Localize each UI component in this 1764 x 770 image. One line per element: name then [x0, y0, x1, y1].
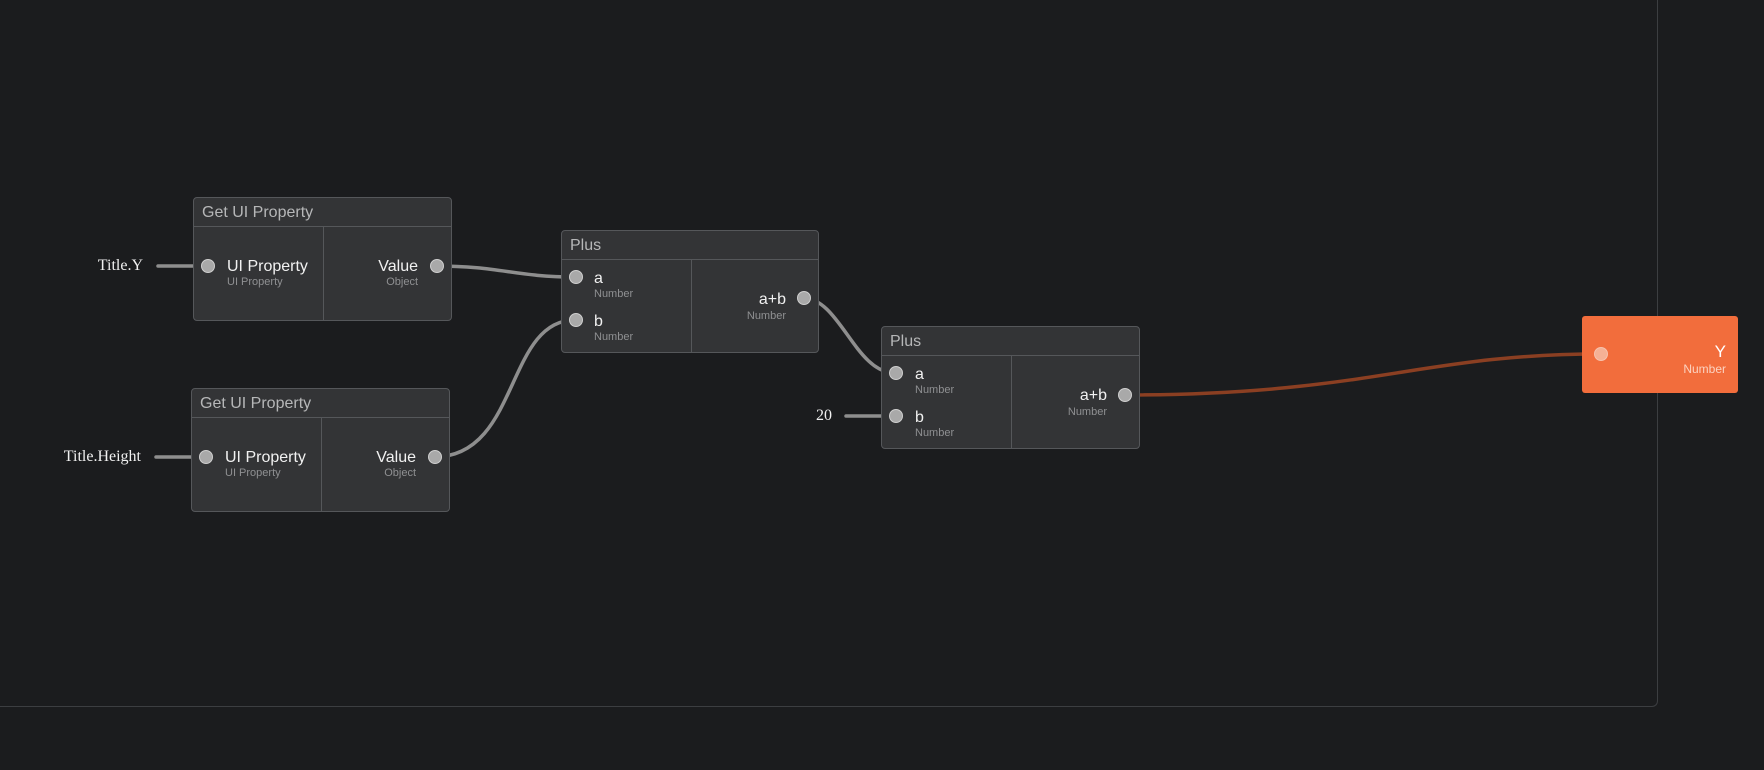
wire-plus2-to-output[interactable]	[1122, 352, 1602, 397]
constant-title-y[interactable]: Title.Y	[97, 257, 143, 274]
input-port-name: UI Property	[225, 449, 306, 466]
wire-value2-to-plus1-b[interactable]	[432, 318, 577, 459]
output-node-type: Number	[1683, 362, 1726, 376]
node-title: Plus	[562, 231, 818, 260]
input-port-type: UI Property	[227, 276, 283, 288]
input-port-name-a: a	[594, 270, 603, 287]
plus2-input-port-b[interactable]	[889, 409, 903, 423]
input-port-type-b: Number	[594, 331, 634, 343]
node-divider	[1011, 356, 1012, 448]
output-node-y[interactable]: Y Number	[1582, 316, 1738, 393]
node-title: Get UI Property	[192, 389, 449, 418]
plus2-output-port[interactable]	[1118, 388, 1132, 402]
output-port-name: a+b	[758, 291, 786, 308]
node-title: Plus	[882, 327, 1139, 356]
constant-20[interactable]: 20	[816, 407, 832, 424]
constant-title-height[interactable]: Title.Height	[63, 448, 141, 465]
get-ui-property-node-2[interactable]: Get UI Property UI Property UI Property …	[191, 388, 450, 512]
output-node-name: Y	[1714, 342, 1726, 361]
input-port-type-a: Number	[915, 384, 955, 396]
get-ui-property-node-1[interactable]: Get UI Property UI Property UI Property …	[193, 197, 452, 321]
input-port-name-b: b	[915, 409, 924, 426]
node-title: Get UI Property	[194, 198, 451, 227]
input-port-type-a: Number	[594, 288, 634, 300]
input-port-ui-property-1[interactable]	[201, 259, 215, 273]
output-port-value-1[interactable]	[430, 259, 444, 273]
output-port-name: Value	[376, 449, 416, 466]
plus1-input-port-b[interactable]	[569, 313, 583, 327]
input-port-name-b: b	[594, 313, 603, 330]
plus-node-1[interactable]: Plus a Number b Number a+b Number	[561, 230, 819, 353]
input-port-type-b: Number	[915, 427, 955, 439]
output-port-type: Number	[746, 310, 786, 322]
output-port-type: Object	[384, 467, 416, 479]
wire-value1-to-plus1-a[interactable]	[434, 264, 577, 279]
output-port-value-2[interactable]	[428, 450, 442, 464]
output-port-type: Number	[1067, 406, 1107, 418]
node-divider	[691, 260, 692, 352]
input-port-name-a: a	[915, 366, 924, 383]
output-port-name: Value	[378, 258, 418, 275]
input-port-type: UI Property	[225, 467, 281, 479]
plus-node-2[interactable]: Plus a Number b Number a+b Number	[881, 326, 1140, 449]
plus2-input-port-a[interactable]	[889, 366, 903, 380]
output-node-input-port[interactable]	[1594, 347, 1608, 361]
input-port-name: UI Property	[227, 258, 308, 275]
plus1-input-port-a[interactable]	[569, 270, 583, 284]
output-port-type: Object	[386, 276, 418, 288]
node-divider	[323, 227, 324, 320]
plus1-output-port[interactable]	[797, 291, 811, 305]
node-divider	[321, 418, 322, 511]
output-port-name: a+b	[1079, 387, 1107, 404]
input-port-ui-property-2[interactable]	[199, 450, 213, 464]
